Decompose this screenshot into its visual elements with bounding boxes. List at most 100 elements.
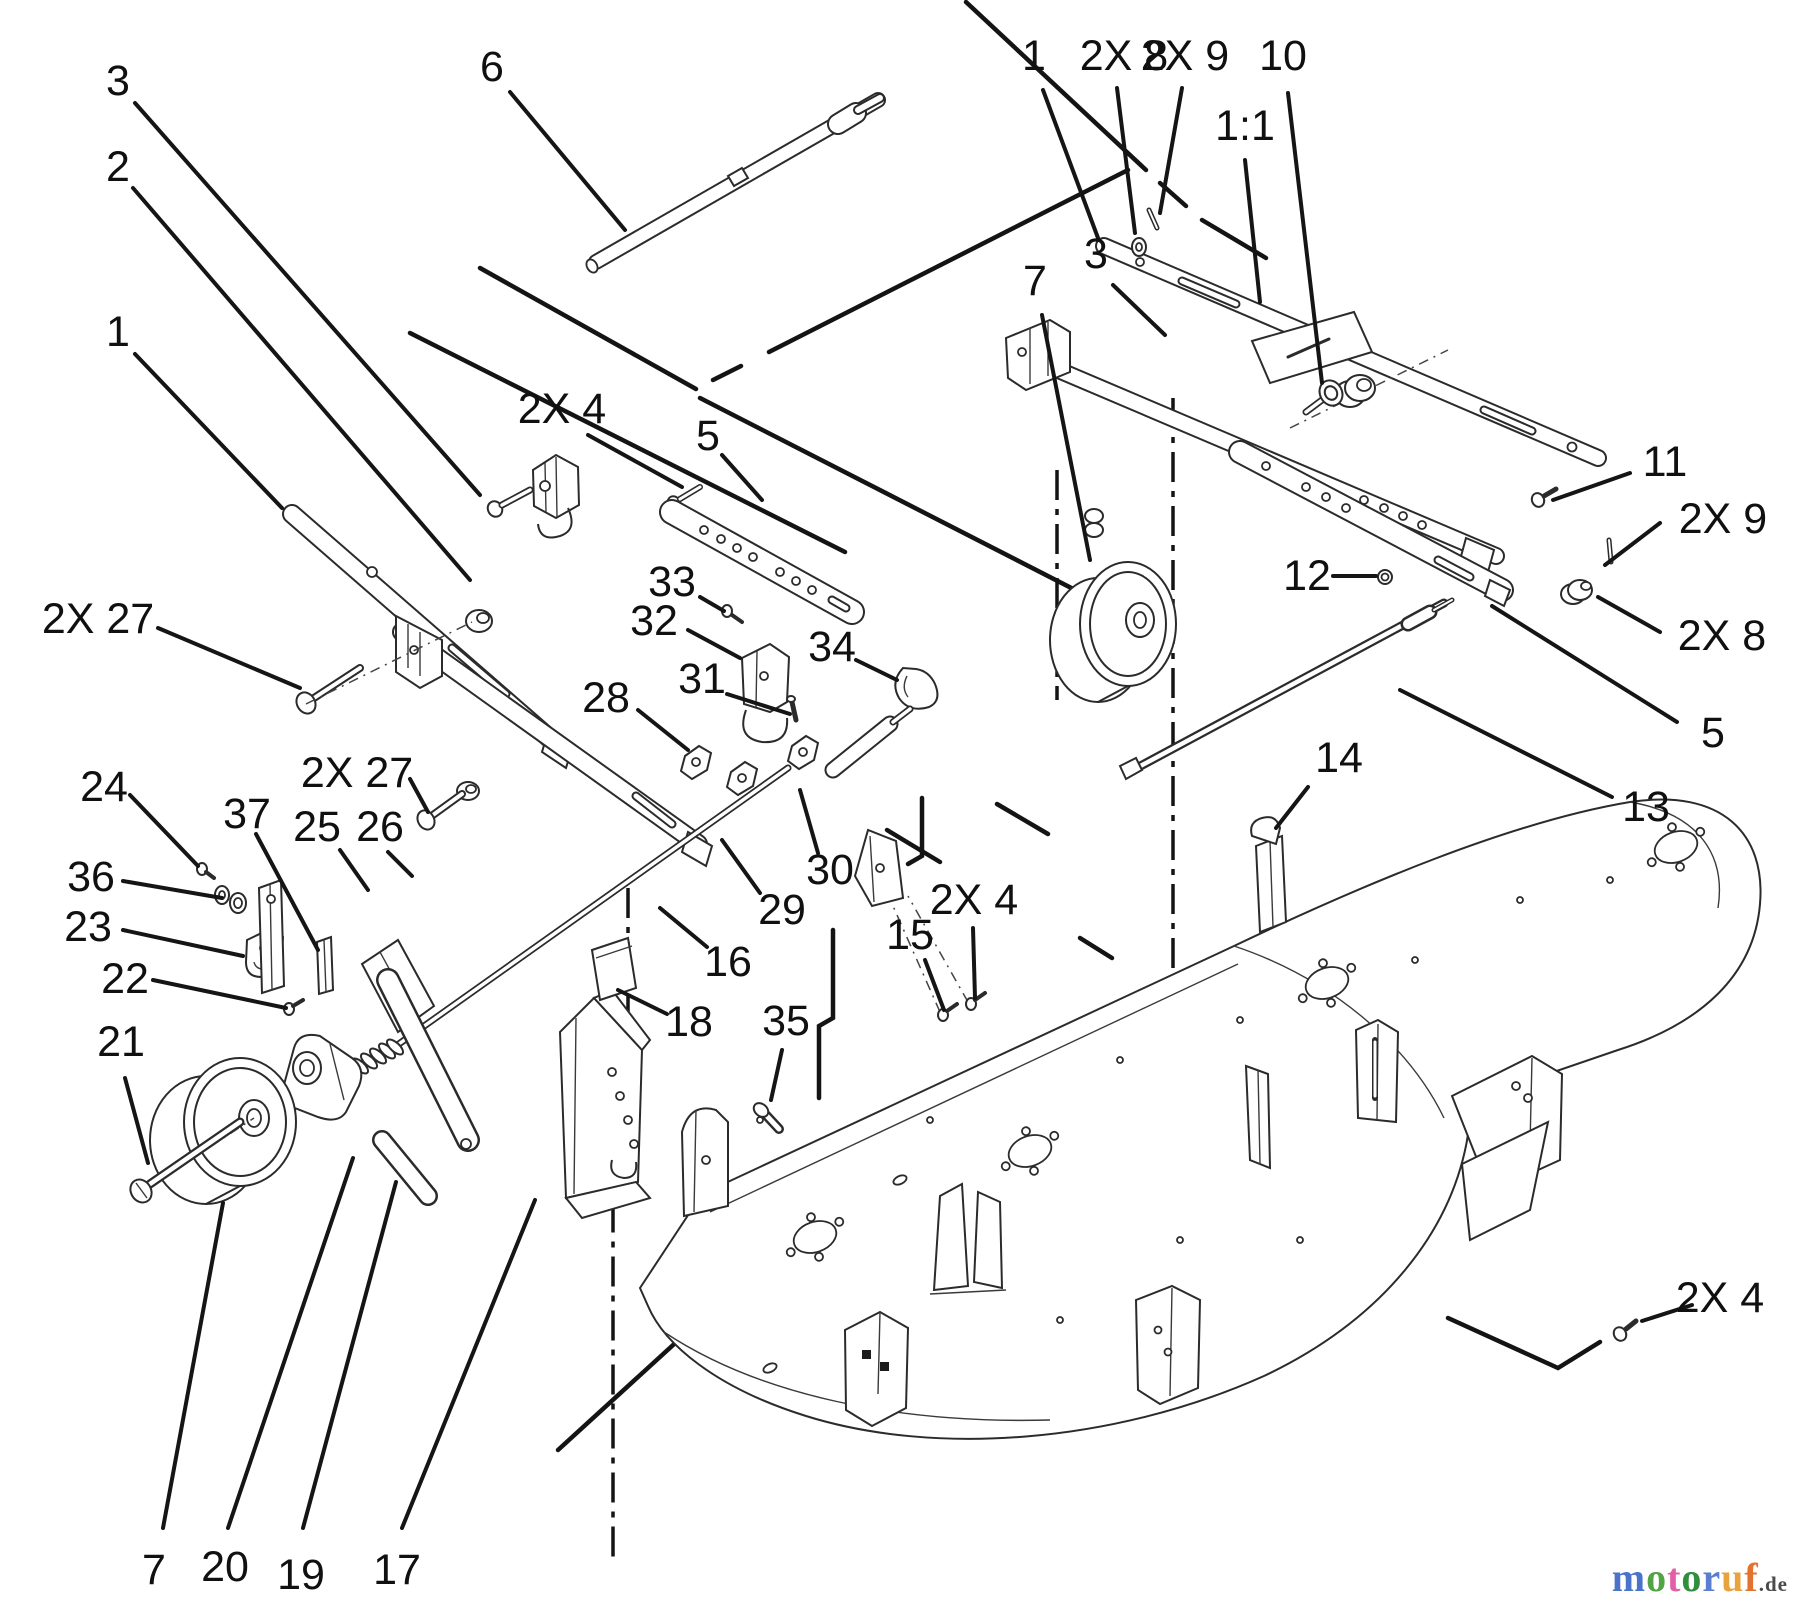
callout-label-35: 35 <box>762 997 810 1045</box>
bracket-tab <box>680 1107 729 1218</box>
callout-leader-5 <box>1490 604 1679 724</box>
callout-label-2X4: 2X 4 <box>930 876 1018 924</box>
callout-leader-2X27 <box>408 777 430 814</box>
callout-label-7: 7 <box>142 1546 166 1594</box>
callout-leader-36 <box>121 879 224 900</box>
center-hardware <box>679 604 939 797</box>
logo-letter: r <box>1702 1555 1722 1600</box>
callout-leader-21 <box>123 1076 150 1165</box>
index-plate-right <box>1228 440 1514 608</box>
callout-leader-15 <box>923 958 946 1012</box>
callout-label-2: 2 <box>106 143 130 191</box>
callout-label-30: 30 <box>806 846 854 894</box>
logo-tld: .de <box>1758 1572 1788 1596</box>
callout-leader-1:1 <box>1243 158 1262 304</box>
spindle-hole <box>1297 958 1357 1008</box>
deck-shell <box>638 798 1762 1440</box>
callout-leader-24 <box>128 793 200 868</box>
callout-label-2X27: 2X 27 <box>301 749 413 797</box>
bracket-tab <box>853 828 905 908</box>
logo-letter: t <box>1667 1555 1682 1600</box>
logo-letter: o <box>1681 1555 1703 1600</box>
callout-label-2X9: 2X 9 <box>1141 32 1229 80</box>
bracket-tab <box>1254 834 1288 934</box>
callout-label-5: 5 <box>1701 709 1725 757</box>
bracket-tab <box>1134 1284 1202 1406</box>
callout-leader-10 <box>1286 91 1324 385</box>
callout-leader-3 <box>1111 283 1167 337</box>
callout-label-1:1: 1:1 <box>1215 102 1275 150</box>
gauge-wheel-right <box>1049 508 1177 703</box>
callout-label-28: 28 <box>582 674 630 722</box>
callout-leader-16 <box>658 906 709 949</box>
hanger-arm-left-lower <box>392 614 714 868</box>
callout-label-3: 3 <box>1084 230 1108 278</box>
callout-label-14: 14 <box>1315 734 1363 782</box>
callout-leader-2X4 <box>586 433 684 489</box>
bracket-tab <box>1354 1018 1400 1124</box>
callout-leader-2X8 <box>1115 86 1137 235</box>
callout-leader-18 <box>616 988 669 1016</box>
callout-leader-31 <box>725 692 792 716</box>
callout-leader-37 <box>254 832 320 952</box>
callout-leader-29 <box>720 838 762 895</box>
callout-leader-2X27 <box>156 626 302 690</box>
callout-leader-6 <box>508 90 627 232</box>
clip-14 <box>1250 816 1282 846</box>
stabilizer-rod <box>306 705 914 1098</box>
logo-word: motoruf <box>1612 1555 1759 1600</box>
callout-leader-2X4 <box>1640 1303 1694 1323</box>
callout-label-33: 33 <box>648 558 696 606</box>
deck-screws <box>892 895 1639 1342</box>
callout-leader-34 <box>854 658 899 682</box>
callout-leader-5 <box>720 453 764 502</box>
callout-label-29: 29 <box>758 886 806 934</box>
parts-layer <box>129 92 1762 1440</box>
retainer-pin <box>752 1102 784 1134</box>
callout-label-25: 25 <box>293 803 341 851</box>
callout-label-36: 36 <box>67 853 115 901</box>
support-shaft <box>585 92 886 274</box>
bushing <box>456 609 493 801</box>
callout-label-10: 10 <box>1259 32 1307 80</box>
callout-leader-25 <box>338 848 370 892</box>
callout-label-5: 5 <box>696 412 720 460</box>
callout-label-2X8: 2X 8 <box>1678 612 1766 660</box>
callout-label-17: 17 <box>373 1546 421 1594</box>
callout-label-1: 1 <box>106 308 130 356</box>
height-bracket <box>558 988 652 1220</box>
callout-leader-7 <box>161 1201 225 1530</box>
bracket-box <box>843 1310 910 1428</box>
callout-leader-28 <box>636 708 690 752</box>
callout-label-2X4: 2X 4 <box>1676 1274 1764 1322</box>
callout-label-22: 22 <box>101 955 149 1003</box>
callout-leader-1 <box>133 352 284 510</box>
axle-shaft-13 <box>1118 597 1455 781</box>
callout-leader-2X4 <box>971 926 977 1000</box>
callout-label-34: 34 <box>808 623 856 671</box>
callout-label-3: 3 <box>106 57 130 105</box>
bracket-right-gusset <box>1450 1054 1564 1242</box>
flange-bolt-10 <box>1302 379 1344 416</box>
callout-label-6: 6 <box>480 43 504 91</box>
logo-letter: o <box>1646 1555 1668 1600</box>
callout-label-2X4: 2X 4 <box>518 385 606 433</box>
logo-motoruf: motoruf.de <box>1612 1554 1788 1601</box>
callout-leader-11 <box>1551 471 1632 502</box>
callout-label-21: 21 <box>97 1018 145 1066</box>
callout-leader-3 <box>133 101 482 497</box>
spindle-hole <box>1646 822 1706 872</box>
callout-label-7: 7 <box>1023 257 1047 305</box>
bracket-tab <box>1244 1064 1272 1170</box>
callout-label-15: 15 <box>886 911 934 959</box>
logo-letter: u <box>1721 1555 1745 1600</box>
carriage-bolt <box>295 621 473 831</box>
callout-label-23: 23 <box>64 903 112 951</box>
callout-leader-17 <box>400 1198 537 1530</box>
callout-leader-33 <box>698 595 726 613</box>
callout-label-32: 32 <box>630 597 678 645</box>
callout-leader-2X9 <box>1158 86 1184 215</box>
spindle-hole <box>1000 1126 1060 1176</box>
